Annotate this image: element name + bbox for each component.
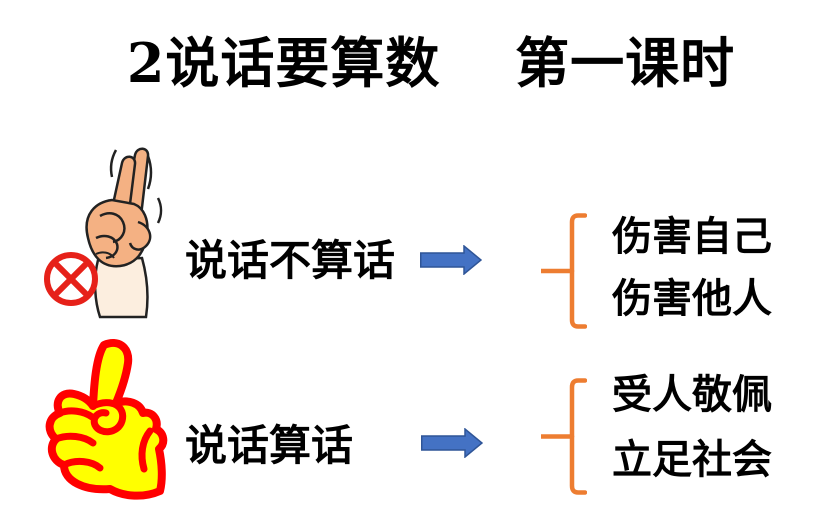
outcome-item: 伤害他人: [612, 277, 772, 321]
outcome-item: 伤害自己: [612, 215, 772, 259]
row1-outcomes: 伤害自己 伤害他人: [612, 206, 772, 330]
slide-title: 2说话要算数 第一课时: [126, 31, 736, 95]
row2-outcomes: 受人敬佩 立足社会: [612, 363, 772, 493]
outcome-item: 立足社会: [612, 438, 772, 482]
promise-hand-icon: [38, 142, 198, 320]
left-brace-icon: [541, 213, 587, 329]
right-arrow-icon: [420, 245, 482, 275]
row2-label: 说话算话: [185, 422, 354, 469]
left-brace-icon: [541, 378, 587, 495]
row1-label: 说话不算话: [185, 237, 396, 284]
thumbs-up-icon: [38, 337, 198, 500]
no-symbol: [44, 252, 98, 306]
right-arrow-icon: [421, 428, 483, 458]
outcome-item: 受人敬佩: [612, 373, 772, 417]
